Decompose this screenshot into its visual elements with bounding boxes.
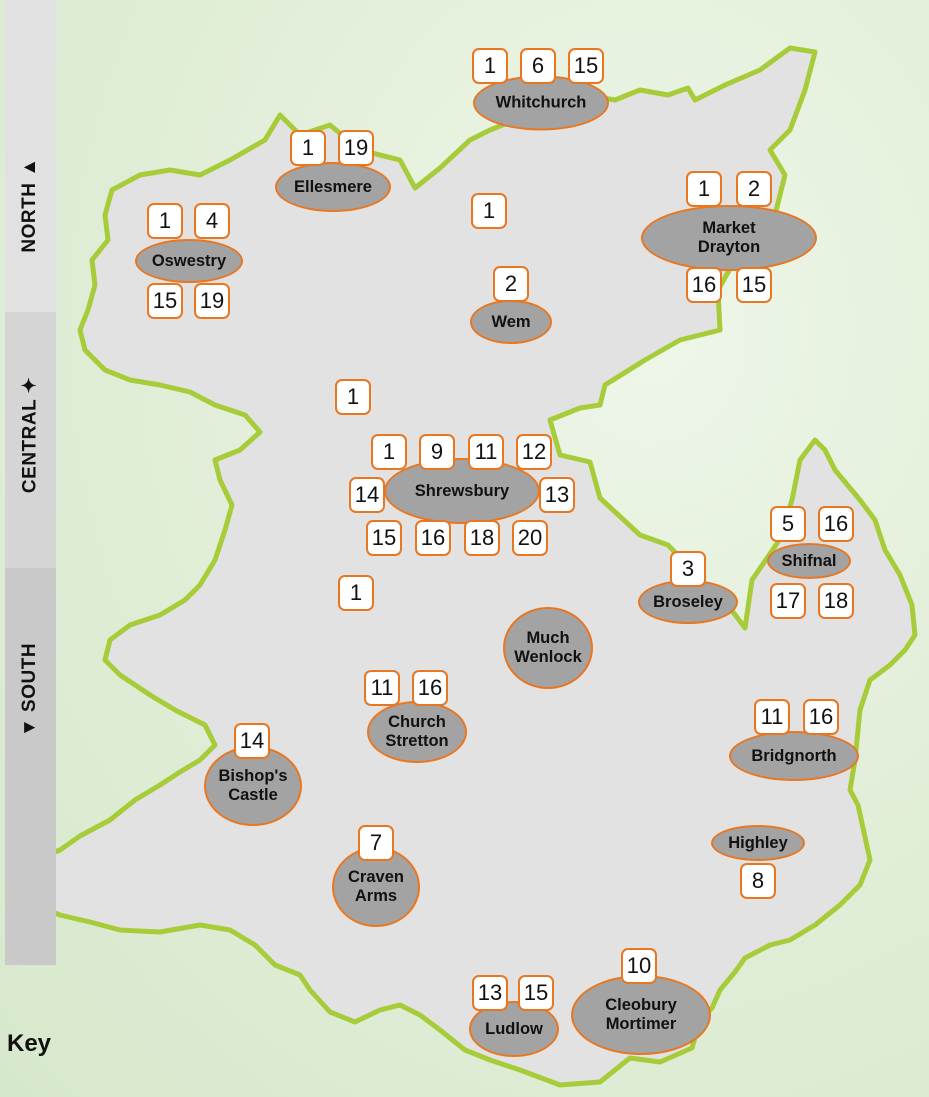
route-badge: 15 bbox=[366, 520, 402, 556]
route-badge: 17 bbox=[770, 583, 806, 619]
town-label: Oswestry bbox=[151, 251, 227, 270]
route-badge: 16 bbox=[803, 699, 839, 735]
route-badge: 18 bbox=[818, 583, 854, 619]
town-ellesmere[interactable]: Ellesmere bbox=[275, 162, 391, 212]
town-shrewsbury[interactable]: Shrewsbury bbox=[384, 458, 540, 524]
town-broseley[interactable]: Broseley bbox=[638, 580, 738, 624]
route-badge: 14 bbox=[349, 477, 385, 513]
route-badge: 6 bbox=[520, 48, 556, 84]
town-label: Highley bbox=[728, 833, 788, 852]
route-badge: 11 bbox=[364, 670, 400, 706]
route-badge: 8 bbox=[740, 863, 776, 899]
town-label: Whitchurch bbox=[495, 93, 587, 112]
route-badge: 14 bbox=[234, 723, 270, 759]
north-band bbox=[5, 0, 56, 312]
route-badge: 11 bbox=[468, 434, 504, 470]
route-badge: 7 bbox=[358, 825, 394, 861]
route-badge: 1 bbox=[371, 434, 407, 470]
town-shifnal[interactable]: Shifnal bbox=[767, 543, 851, 579]
region-sidebar: NORTH ▲ CENTRAL ✦ ▼ SOUTH bbox=[5, 0, 56, 965]
town-label: Shrewsbury bbox=[414, 481, 510, 500]
route-badge: 16 bbox=[686, 267, 722, 303]
south-label: ▼ SOUTH bbox=[19, 642, 40, 738]
route-badge: 9 bbox=[419, 434, 455, 470]
town-bridgnorth[interactable]: Bridgnorth bbox=[729, 731, 859, 781]
key-label: Key bbox=[7, 1030, 52, 1057]
route-badge: 15 bbox=[147, 283, 183, 319]
route-badge: 2 bbox=[736, 171, 772, 207]
county-outline bbox=[19, 45, 918, 1088]
route-badge: 15 bbox=[568, 48, 604, 84]
route-badge: 15 bbox=[736, 267, 772, 303]
route-badge: 16 bbox=[415, 520, 451, 556]
standalone-badge: 1 bbox=[335, 379, 371, 415]
north-label: NORTH ▲ bbox=[19, 157, 40, 253]
town-label: Ludlow bbox=[485, 1019, 543, 1038]
route-badge: 1 bbox=[290, 130, 326, 166]
central-band bbox=[5, 312, 56, 568]
route-badge: 13 bbox=[472, 975, 508, 1011]
route-badge: 1 bbox=[686, 171, 722, 207]
route-badge: 10 bbox=[621, 948, 657, 984]
route-badge: 13 bbox=[539, 477, 575, 513]
route-badge: 3 bbox=[670, 551, 706, 587]
town-label: Shifnal bbox=[781, 551, 837, 570]
town-label: Ellesmere bbox=[294, 177, 372, 196]
town-label: Bridgnorth bbox=[751, 746, 837, 765]
town-label: Broseley bbox=[653, 592, 723, 611]
standalone-badge: 1 bbox=[471, 193, 507, 229]
south-band bbox=[5, 568, 56, 965]
route-badge: 18 bbox=[464, 520, 500, 556]
town-highley[interactable]: Highley bbox=[711, 825, 805, 861]
route-badge: 19 bbox=[194, 283, 230, 319]
route-badge: 2 bbox=[493, 266, 529, 302]
route-badge: 5 bbox=[770, 506, 806, 542]
route-badge: 1 bbox=[472, 48, 508, 84]
route-badge: 11 bbox=[754, 699, 790, 735]
town-wem[interactable]: Wem bbox=[470, 300, 552, 344]
central-label: CENTRAL ✦ bbox=[19, 376, 41, 494]
route-badge: 12 bbox=[516, 434, 552, 470]
route-badge: 19 bbox=[338, 130, 374, 166]
route-badge: 1 bbox=[147, 203, 183, 239]
route-badge: 16 bbox=[818, 506, 854, 542]
town-oswestry[interactable]: Oswestry bbox=[135, 239, 243, 283]
standalone-badge: 1 bbox=[338, 575, 374, 611]
route-badge: 16 bbox=[412, 670, 448, 706]
route-badge: 20 bbox=[512, 520, 548, 556]
route-badge: 4 bbox=[194, 203, 230, 239]
route-badge: 15 bbox=[518, 975, 554, 1011]
town-label: Wem bbox=[491, 312, 531, 331]
